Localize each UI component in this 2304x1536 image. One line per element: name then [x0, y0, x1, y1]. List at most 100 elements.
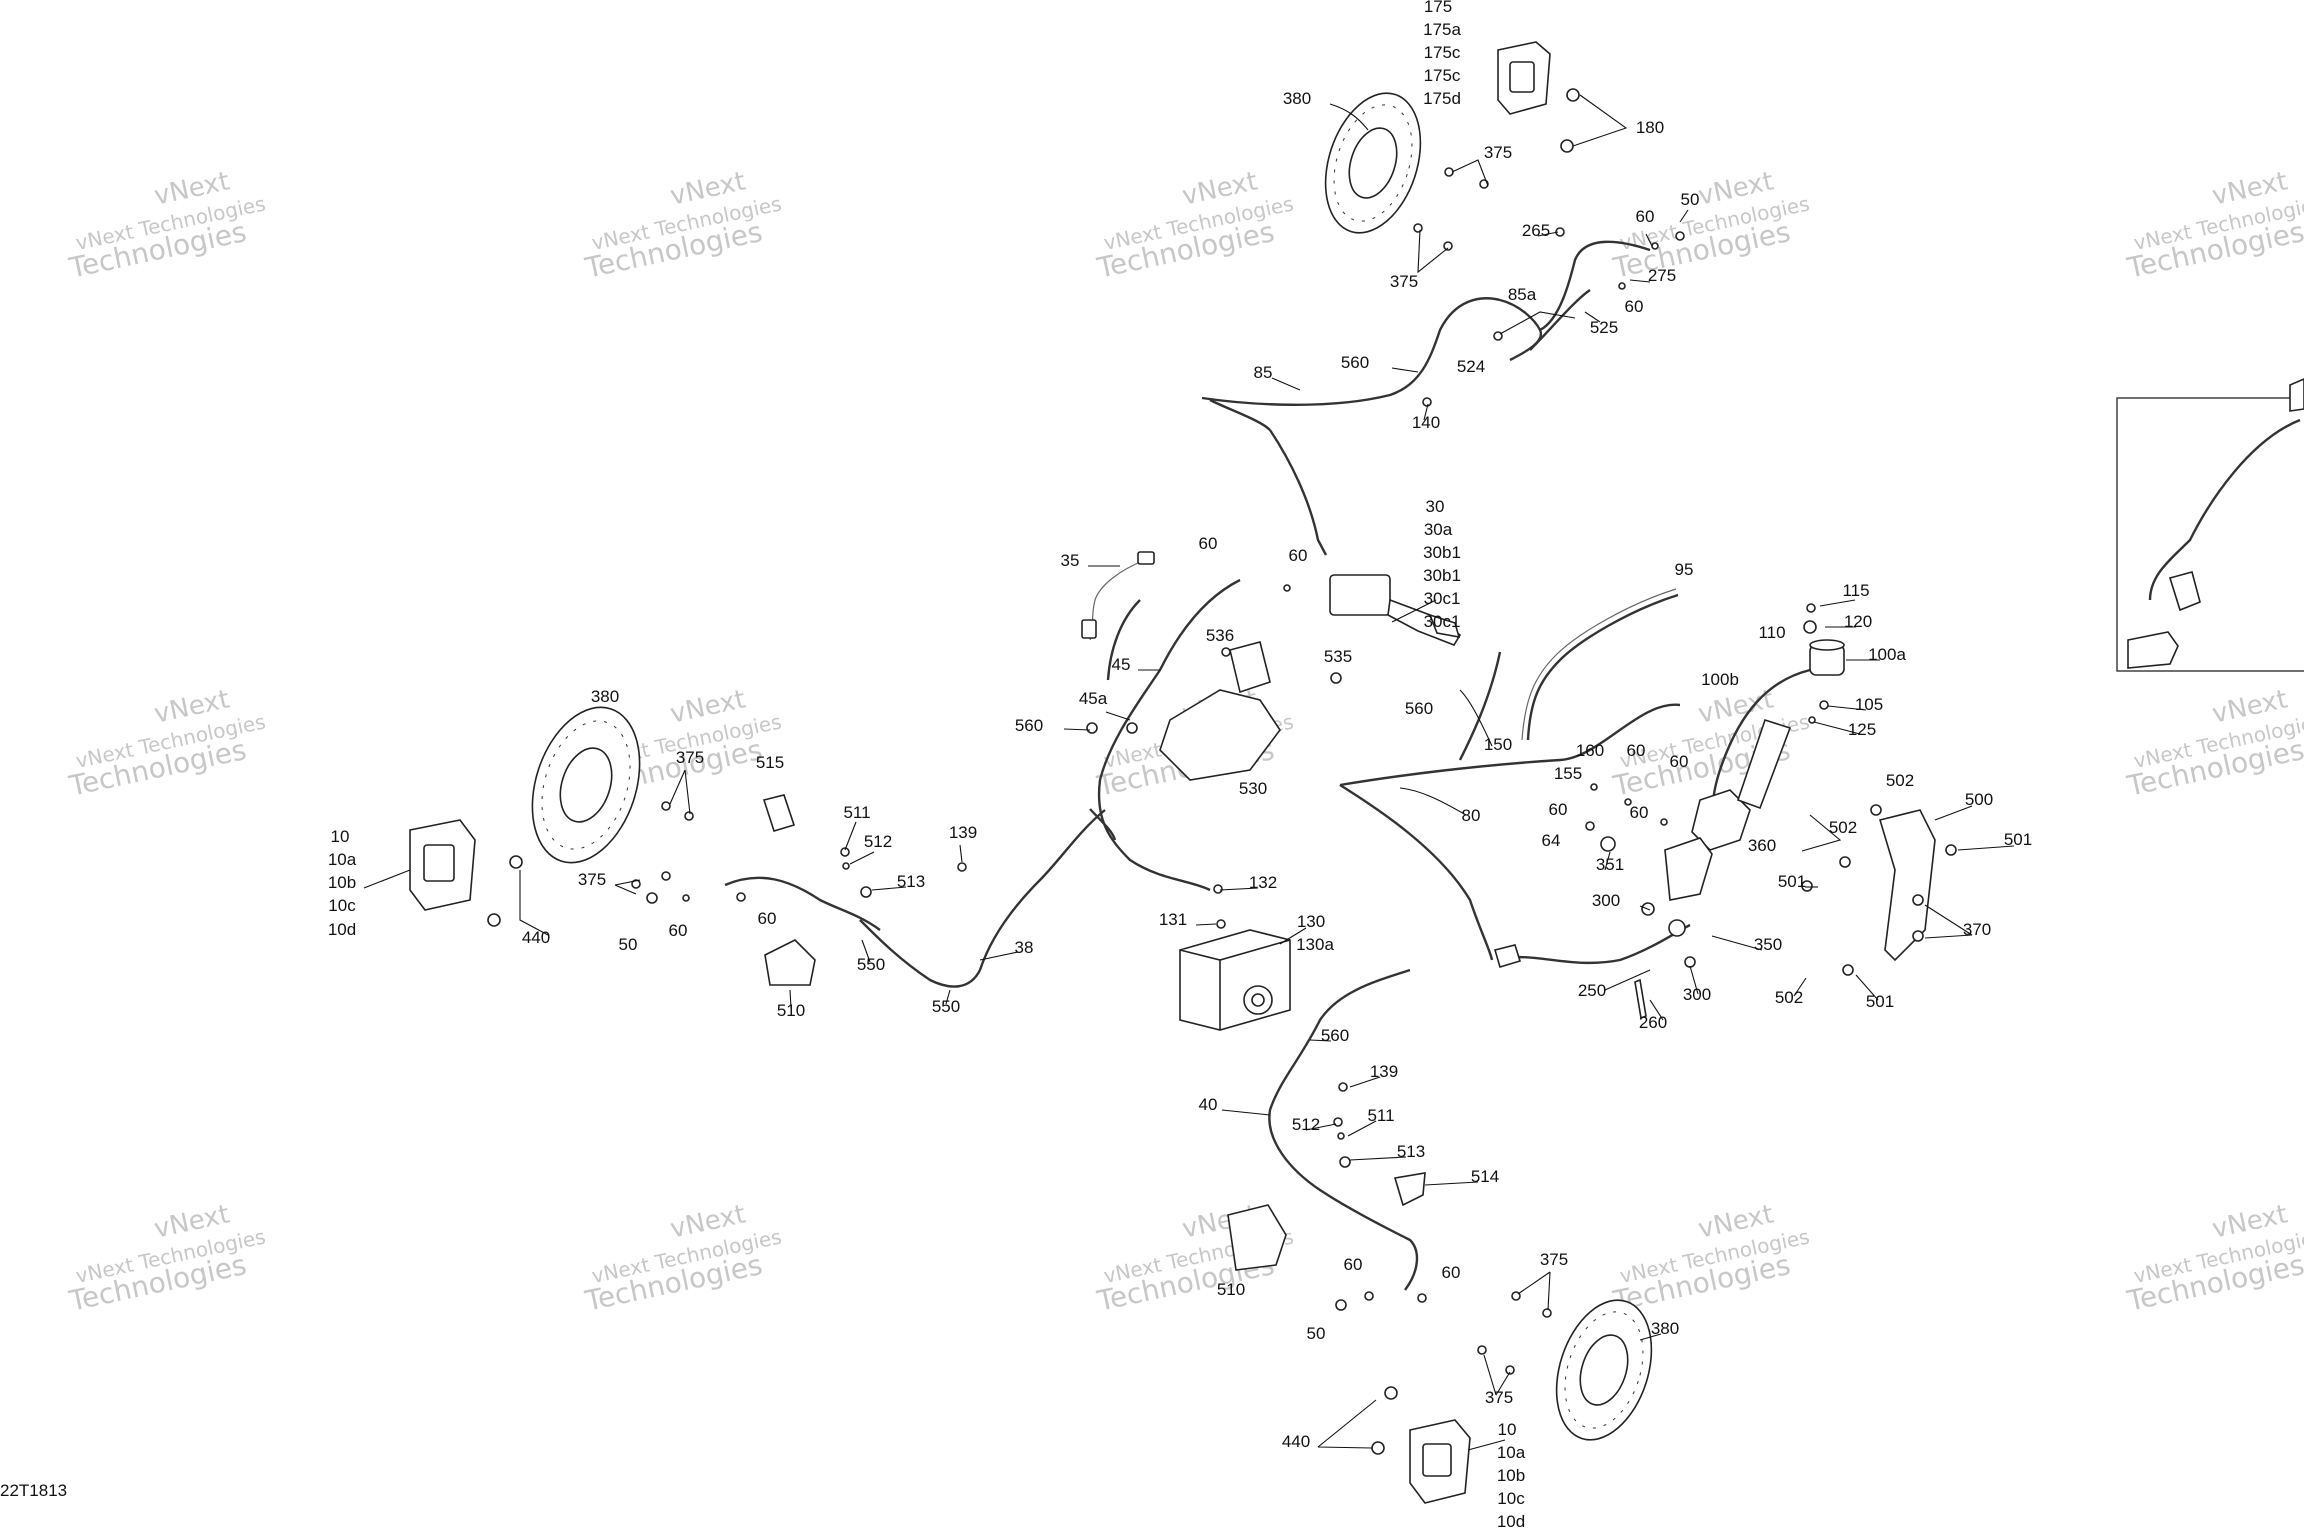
callout-label: 45 — [1112, 655, 1131, 674]
diagram-code: 22T1813 — [0, 1481, 67, 1500]
callout-label: 10c — [328, 896, 356, 915]
callout-label: 300 — [1683, 985, 1711, 1004]
callout-label: 30b1 — [1423, 543, 1461, 562]
callout-label: 265 — [1522, 221, 1550, 240]
abs-bracket-530 — [1159, 641, 1281, 781]
callout-label: 60 — [1549, 800, 1568, 819]
callout-label: 160 — [1576, 741, 1604, 760]
callout-label: 502 — [1886, 771, 1914, 790]
callout-label: 560 — [1405, 699, 1433, 718]
callout-label: 500 — [1965, 790, 1993, 809]
callout-label: 64 — [1542, 831, 1561, 850]
callout-label: 530 — [1239, 779, 1267, 798]
callout-label: 10 — [1498, 1420, 1517, 1439]
callout-label: 351 — [1596, 855, 1624, 874]
callout-label: 131 — [1159, 910, 1187, 929]
callout-label: 440 — [522, 928, 550, 947]
brake-lines-lower — [1268, 968, 1419, 1291]
brake-lines-left — [724, 578, 1241, 988]
rear-brake-pedal — [1493, 919, 1691, 1020]
callout-label: 10c — [1497, 1489, 1525, 1508]
callout-label: 375 — [1540, 1250, 1568, 1269]
callout-label: 10a — [328, 850, 357, 869]
callout-label: 10d — [328, 920, 356, 939]
callout-label: 35 — [1061, 551, 1080, 570]
callout-label: 45a — [1079, 689, 1108, 708]
callout-label: 60 — [1670, 752, 1689, 771]
callout-label: 512 — [1292, 1115, 1320, 1134]
rear-brake-reservoir — [1711, 639, 1845, 831]
callout-label: 513 — [1397, 1142, 1425, 1161]
callout-label: 250 — [1578, 981, 1606, 1000]
callout-label: 350 — [1754, 935, 1782, 954]
callout-label: 139 — [949, 823, 977, 842]
callout-label: 50 — [1681, 190, 1700, 209]
rear-left-brake-disc — [531, 706, 641, 864]
callout-label: 30b1 — [1423, 566, 1461, 585]
callout-label: 10b — [328, 873, 356, 892]
callout-label: 140 — [1412, 413, 1440, 432]
callout-label: 60 — [1442, 1263, 1461, 1282]
callout-label: 550 — [932, 997, 960, 1016]
callout-label: 130a — [1296, 935, 1334, 954]
callout-label: 380 — [591, 687, 619, 706]
front-brake-disc-top — [1324, 92, 1422, 234]
callout-label: 501 — [2004, 830, 2032, 849]
callout-label: 550 — [857, 955, 885, 974]
callout-label: 180 — [1636, 118, 1664, 137]
callout-label: 510 — [1217, 1280, 1245, 1299]
callout-label: 380 — [1651, 1319, 1679, 1338]
callout-label: 511 — [843, 803, 870, 822]
callout-label: 150 — [1484, 735, 1512, 754]
callout-label: 60 — [1627, 741, 1646, 760]
callout-label: 440 — [1282, 1432, 1310, 1451]
callout-label: 175a — [1423, 20, 1461, 39]
callout-label: 60 — [1289, 546, 1308, 565]
inset-detail-frame — [2116, 378, 2304, 672]
callout-label: 375 — [1390, 272, 1418, 291]
callout-label: 175c — [1424, 66, 1461, 85]
callout-label: 100a — [1868, 645, 1906, 664]
callout-label: 375 — [578, 870, 606, 889]
callout-label: 60 — [1636, 207, 1655, 226]
callout-label: 375 — [1484, 143, 1512, 162]
callout-label: 30a — [1424, 520, 1453, 539]
callout-label: 501 — [1866, 992, 1894, 1011]
callout-label: 370 — [1963, 920, 1991, 939]
callout-label: 300 — [1592, 891, 1620, 910]
wheel-speed-sensor-35 — [1081, 551, 1155, 641]
callout-label: 375 — [1485, 1388, 1513, 1407]
callout-label: 40 — [1199, 1095, 1218, 1114]
callout-label: 10b — [1497, 1466, 1525, 1485]
callout-label: 80 — [1462, 806, 1481, 825]
callout-label: 105 — [1855, 695, 1883, 714]
callout-label: 10 — [331, 827, 350, 846]
callout-label: 60 — [758, 909, 777, 928]
callout-label: 132 — [1249, 873, 1277, 892]
abs-module — [1179, 929, 1291, 1031]
callout-label: 30c1 — [1424, 612, 1461, 631]
callout-label: 275 — [1648, 266, 1676, 285]
leader-lines — [363, 94, 2015, 1451]
pedal-bracket — [1878, 809, 1936, 962]
callout-label: 502 — [1829, 818, 1857, 837]
callout-label: 60 — [1199, 534, 1218, 553]
callout-label: 175c — [1424, 43, 1461, 62]
callout-label: 100b — [1701, 670, 1739, 689]
callout-label: 260 — [1639, 1013, 1667, 1032]
callout-label: 536 — [1206, 626, 1234, 645]
callout-label: 60 — [1344, 1255, 1363, 1274]
callout-label: 360 — [1748, 836, 1776, 855]
callout-label: 502 — [1775, 988, 1803, 1007]
callout-label: 535 — [1324, 647, 1352, 666]
callout-labels: 175175a175c175c175d380180375506026527537… — [328, 0, 2032, 1531]
